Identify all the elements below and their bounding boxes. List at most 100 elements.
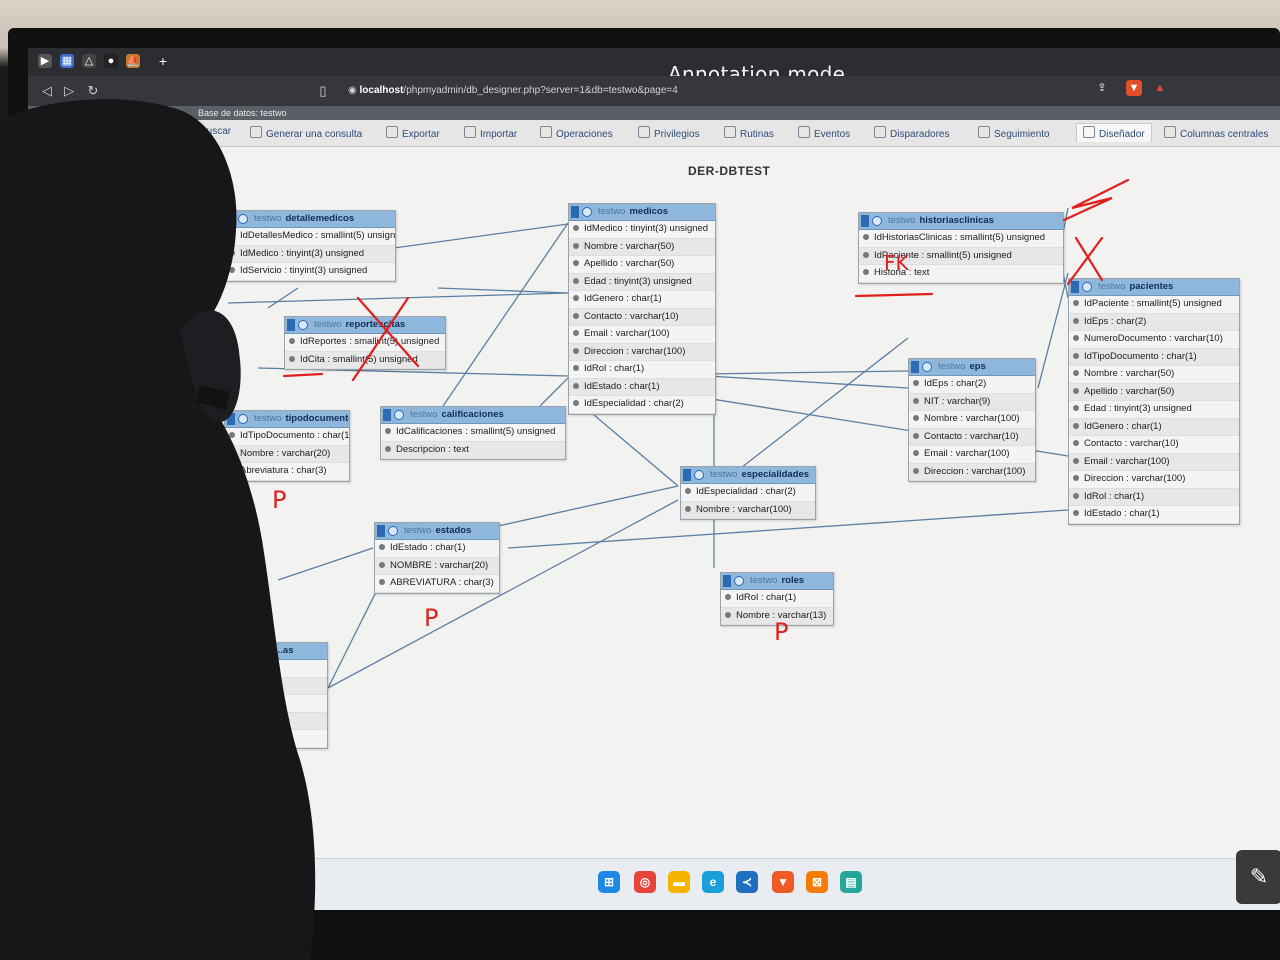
tab-icon-app[interactable]: ▦	[60, 54, 74, 68]
column-row[interactable]: Nombre : varchar(50)	[1069, 366, 1239, 384]
column-row[interactable]: IdRol : char(1)	[721, 590, 833, 608]
column-row[interactable]: IdMedico : tinyint(3) unsigned	[569, 221, 715, 239]
column-row[interactable]: IdCalificaciones : smallint(5) unsigned	[381, 424, 565, 442]
menu-columnas-centrales[interactable]: Columnas centrales	[1164, 126, 1268, 140]
column-row[interactable]: Direccion : varchar(100)	[569, 343, 715, 361]
back-icon[interactable]: ◁	[42, 83, 52, 98]
column-row[interactable]: Nombre : varchar(100)	[909, 411, 1035, 429]
tab-icon-github[interactable]: ●	[104, 54, 118, 68]
column-row[interactable]: Email : varchar(100)	[1069, 453, 1239, 471]
column-row[interactable]: IdGenero : char(1)	[1069, 418, 1239, 436]
brave-icon[interactable]: ▼	[772, 871, 794, 893]
windows-start-icon[interactable]: ⊞	[598, 871, 620, 893]
tab-icon-drive[interactable]: △	[82, 54, 96, 68]
column-row[interactable]: Apellido : varchar(50)	[1069, 383, 1239, 401]
column-row[interactable]: IdDetallesMedico : smallint(5) unsigned	[225, 228, 395, 246]
menu-rutinas[interactable]: Rutinas	[724, 126, 774, 140]
column-row[interactable]: Direccion : varchar(100)	[909, 463, 1035, 481]
column-row[interactable]: Contacto : varchar(10)	[1069, 436, 1239, 454]
column-row[interactable]: IdEps : char(2)	[909, 376, 1035, 394]
address-bar[interactable]: ◉ localhost/phpmyadmin/db_designer.php?s…	[348, 82, 728, 100]
tab-icon-phpmyadmin[interactable]: ⛵	[126, 54, 140, 68]
column-row[interactable]: Apellido : varchar(50)	[569, 256, 715, 274]
app-icon[interactable]: ▤	[840, 871, 862, 893]
column-row[interactable]: ...ned	[225, 695, 327, 713]
column-row[interactable]: IdServicio : tinyint(3) unsigned	[225, 263, 395, 281]
menu-exportar[interactable]: Exportar	[386, 126, 440, 140]
bookmark-icon[interactable]: ▯	[319, 83, 327, 98]
column-row[interactable]: Contacto : varchar(10)	[909, 428, 1035, 446]
table-partial-hidden[interactable]: ...as ...gned ...unsigned ...ned	[224, 642, 328, 749]
column-row[interactable]: NumeroDocumento : varchar(10)	[1069, 331, 1239, 349]
column-row[interactable]: ...gned	[225, 660, 327, 678]
menu-eventos[interactable]: Eventos	[798, 126, 850, 140]
column-row[interactable]: Edad : tinyint(3) unsigned	[1069, 401, 1239, 419]
column-row[interactable]: IdReportes : smallint(5) unsigned	[285, 334, 445, 352]
menu-importar[interactable]: Importar	[464, 126, 517, 140]
column-row[interactable]: IdPaciente : smallint(5) unsigned	[1069, 296, 1239, 314]
column-row[interactable]: NOMBRE : varchar(20)	[375, 557, 499, 575]
chrome-icon[interactable]: ◎	[634, 871, 656, 893]
reload-icon[interactable]: ↻	[87, 83, 99, 98]
column-row[interactable]: IdHistoriasClinicas : smallint(5) unsign…	[859, 230, 1063, 248]
column-row[interactable]: IdEstado : char(1)	[1069, 506, 1239, 524]
menu-disenador[interactable]: Diseñador	[1076, 123, 1152, 142]
pen-tool-icon[interactable]: ✎	[1236, 850, 1280, 904]
column-row[interactable]: IdEstado : char(1)	[375, 540, 499, 558]
column-row[interactable]: IdRol : char(1)	[569, 361, 715, 379]
column-row[interactable]	[225, 730, 327, 748]
column-row[interactable]: IdTipoDocumento : char(1)	[225, 428, 349, 446]
column-row[interactable]: Descripcion : text	[381, 441, 565, 459]
table-header[interactable]: ...as	[225, 643, 327, 660]
column-row[interactable]: Nombre : varchar(100)	[681, 501, 815, 519]
column-row[interactable]: ABREVIATURA : char(3)	[375, 575, 499, 593]
column-row[interactable]: Nombre : varchar(50)	[569, 238, 715, 256]
site-info-icon[interactable]: ◉	[348, 85, 360, 96]
column-row[interactable]: Direccion : varchar(100)	[1069, 471, 1239, 489]
column-row[interactable]: IdEstado : char(1)	[569, 378, 715, 396]
tab-icon-media[interactable]: ▶	[38, 54, 52, 68]
column-row[interactable]: IdCita : smallint(5) unsigned	[285, 351, 445, 369]
column-row[interactable]	[225, 712, 327, 730]
column-row[interactable]: Nombre : varchar(13)	[721, 607, 833, 625]
column-row[interactable]: IdGenero : char(1)	[569, 291, 715, 309]
column-row[interactable]: Edad : tinyint(3) unsigned	[569, 273, 715, 291]
column-row[interactable]: IdEspecialidad : char(2)	[569, 396, 715, 414]
column-row[interactable]: IdEps : char(2)	[1069, 313, 1239, 331]
menu-privilegios[interactable]: Privilegios	[638, 126, 700, 140]
share-icon[interactable]: ⇪	[1097, 82, 1107, 94]
column-row[interactable]: Contacto : varchar(10)	[569, 308, 715, 326]
column-row[interactable]: IdTipoDocumento : char(1)	[1069, 348, 1239, 366]
column-row[interactable]: IdEspecialidad : char(2)	[681, 484, 815, 502]
brave-shield-icon[interactable]: ▼	[1126, 80, 1142, 96]
brave-rewards-icon[interactable]: ▲	[1154, 82, 1166, 94]
column-row[interactable]: NIT : varchar(9)	[909, 393, 1035, 411]
column-row[interactable]: Nombre : varchar(20)	[225, 445, 349, 463]
menu-operaciones[interactable]: Operaciones	[540, 126, 613, 140]
menu-seguimiento[interactable]: Seguimiento	[978, 126, 1050, 140]
menu-disparadores[interactable]: Disparadores	[874, 126, 949, 140]
file-explorer-icon[interactable]: ▬	[668, 871, 690, 893]
column-row[interactable]: IdMedico : tinyint(3) unsigned	[225, 245, 395, 263]
